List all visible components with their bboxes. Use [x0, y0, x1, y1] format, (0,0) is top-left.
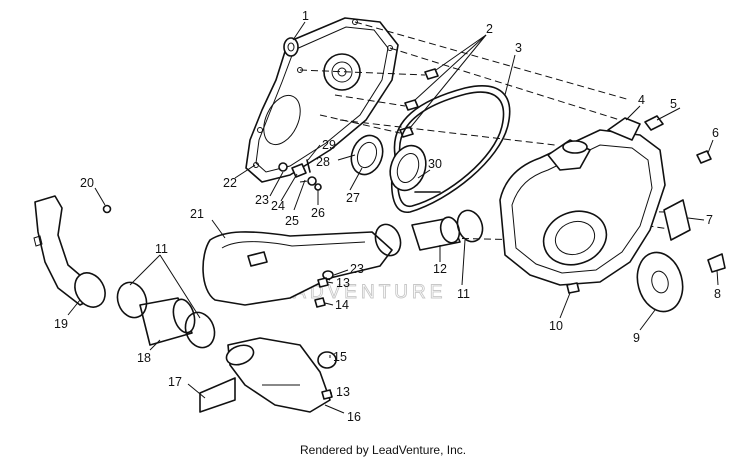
- callout-16: 16: [347, 410, 361, 424]
- callout-15: 15: [333, 350, 347, 364]
- callout-24: 24: [271, 199, 285, 213]
- outer-clutch-cover: [499, 117, 666, 286]
- callout-6: 6: [712, 126, 719, 140]
- callout-8: 8: [714, 287, 721, 301]
- callout-25: 25: [285, 214, 299, 228]
- part-3-drive-belt: [390, 85, 511, 213]
- callout-19: 19: [54, 317, 68, 331]
- callout-10: 10: [549, 319, 563, 333]
- callout-23-lower: 23: [350, 262, 364, 276]
- callout-26: 26: [311, 206, 325, 220]
- part-15-clamp: [317, 351, 337, 369]
- callout-22: 22: [223, 176, 237, 190]
- callout-17: 17: [168, 375, 182, 389]
- callout-5: 5: [670, 97, 677, 111]
- part-13-screw-upper: [317, 277, 329, 288]
- callout-11-upper: 11: [457, 287, 470, 301]
- part-23-washer-lower: [322, 270, 334, 280]
- inner-cover-plate: [245, 17, 399, 183]
- callout-13-lower: 13: [336, 385, 350, 399]
- callout-21: 21: [190, 207, 204, 221]
- part-21-duct: [202, 231, 393, 306]
- part-11-clamps-upper: [374, 209, 484, 257]
- part-8-decal: [707, 253, 726, 273]
- part-10-bolt: [566, 282, 580, 294]
- callout-12: 12: [433, 262, 447, 276]
- callout-2: 2: [486, 22, 493, 36]
- callout-3: 3: [515, 41, 522, 55]
- callout-29: 29: [322, 138, 336, 152]
- part-16-airbox: [225, 337, 331, 413]
- callout-30: 30: [428, 157, 442, 171]
- part-9-washer: [636, 251, 684, 313]
- part-19-boot: [33, 195, 106, 308]
- small-hardware: [278, 159, 441, 193]
- callout-20: 20: [80, 176, 94, 190]
- callout-27: 27: [346, 191, 360, 205]
- part-13-screw-lower: [321, 389, 333, 400]
- part-1-washer: [283, 37, 299, 57]
- part-18-tube: [139, 297, 196, 346]
- callout-9: 9: [633, 331, 640, 345]
- part-20-screw: [102, 204, 112, 214]
- part-6-bolt: [696, 150, 712, 164]
- callout-13-upper: 13: [336, 276, 350, 290]
- callout-28: 28: [316, 155, 330, 169]
- callout-14: 14: [335, 298, 349, 312]
- part-11-clamps-lower: [116, 281, 216, 349]
- part-12-tube: [411, 216, 461, 251]
- callout-1: 1: [302, 9, 309, 23]
- callout-11-lower: 11: [155, 242, 168, 256]
- callout-4: 4: [638, 93, 645, 107]
- credit-text: Rendered by LeadVenture, Inc.: [300, 443, 466, 457]
- callout-labels: 1 2 3 4 5 6 7 8 9 10 11 11 12 13 13 14 1…: [54, 9, 721, 424]
- callout-18: 18: [137, 351, 151, 365]
- callout-23-upper: 23: [255, 193, 269, 207]
- part-14-screw: [314, 297, 326, 308]
- callout-leaders: [67, 21, 719, 414]
- part-27-seal: [350, 134, 384, 176]
- callout-7: 7: [706, 213, 713, 227]
- part-17-decal: [199, 377, 236, 413]
- part-7-decal: [663, 199, 691, 241]
